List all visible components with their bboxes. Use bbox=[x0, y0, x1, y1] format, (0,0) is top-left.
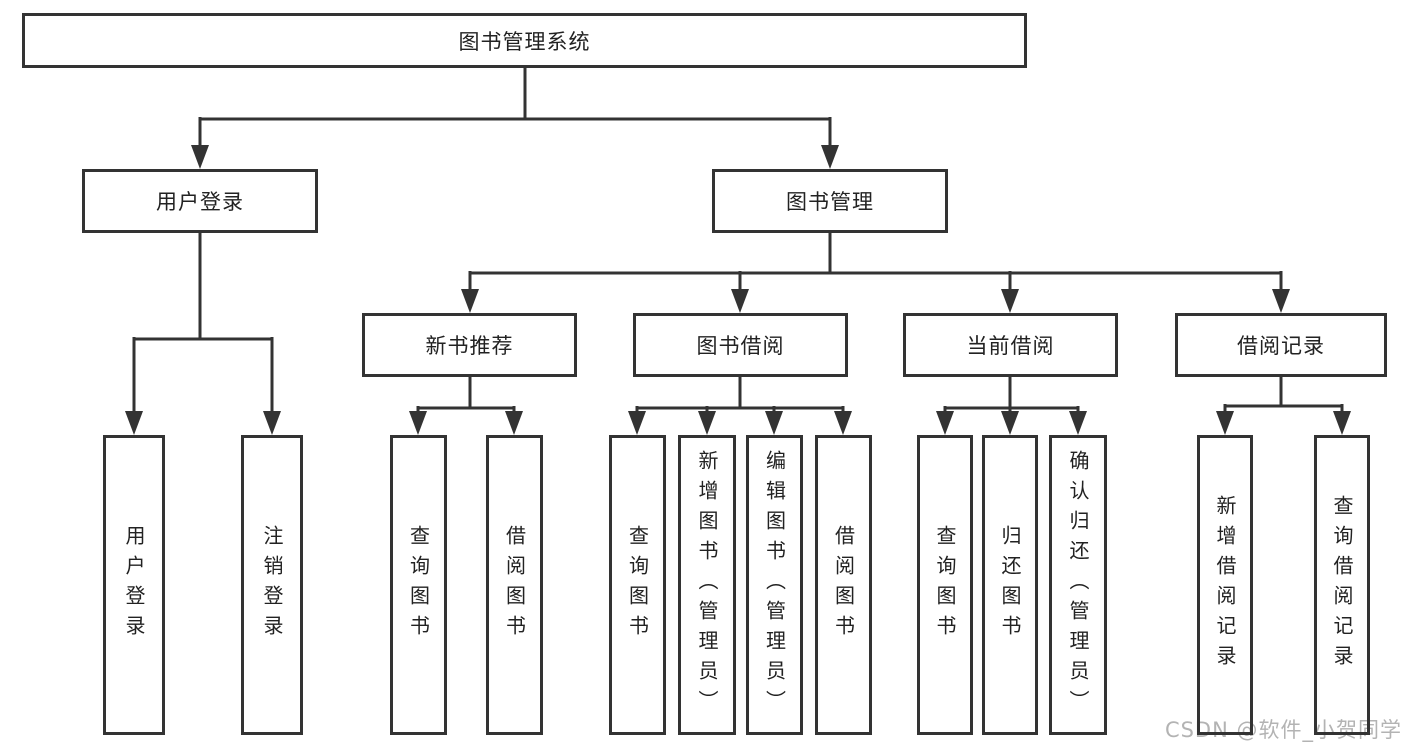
arrowhead bbox=[821, 145, 839, 169]
node-label: 新书推荐 bbox=[425, 334, 514, 358]
arrowhead bbox=[834, 411, 852, 435]
node-book-borrowing: 图书借阅 bbox=[633, 313, 848, 377]
node-label: 新增借阅记录 bbox=[1213, 495, 1237, 675]
leaf-add-borrow-record: 新增借阅记录 bbox=[1197, 435, 1253, 735]
node-label: 查询借阅记录 bbox=[1330, 495, 1354, 675]
leaf-logout: 注销登录 bbox=[241, 435, 303, 735]
node-library-management-system: 图书管理系统 bbox=[22, 13, 1027, 68]
node-label: 借阅图书 bbox=[831, 525, 856, 645]
node-label: 编辑图书（管理员） bbox=[762, 450, 787, 720]
arrowhead bbox=[505, 411, 523, 435]
edge-borrowrecords-to-leaves bbox=[1223, 377, 1344, 414]
arrowhead bbox=[698, 411, 716, 435]
arrowhead bbox=[1216, 411, 1234, 435]
leaf-query-books-borrowing: 查询图书 bbox=[609, 435, 666, 735]
arrowhead bbox=[765, 411, 783, 435]
node-label: 归还图书 bbox=[998, 525, 1022, 645]
arrowhead bbox=[936, 411, 954, 435]
arrowhead bbox=[1001, 289, 1019, 313]
node-label: 确认归还（管理员） bbox=[1066, 450, 1090, 720]
edge-bookborrow-to-leaves bbox=[635, 377, 845, 414]
node-borrowing-records: 借阅记录 bbox=[1175, 313, 1387, 377]
node-label: 图书管理系统 bbox=[458, 29, 591, 54]
node-user-login: 用户登录 bbox=[82, 169, 318, 233]
node-label: 当前借阅 bbox=[966, 334, 1055, 358]
node-book-management: 图书管理 bbox=[712, 169, 948, 233]
edge-bookmgmt-to-level3 bbox=[468, 233, 1283, 292]
leaf-confirm-return-admin: 确认归还（管理员） bbox=[1049, 435, 1107, 735]
node-label: 图书借阅 bbox=[696, 334, 785, 358]
node-label: 借阅图书 bbox=[502, 525, 527, 645]
node-new-book-recommendation: 新书推荐 bbox=[362, 313, 577, 377]
edge-newbook-to-leaves bbox=[416, 377, 516, 414]
leaf-borrow-books-recommend: 借阅图书 bbox=[486, 435, 543, 735]
arrowhead bbox=[125, 411, 143, 435]
node-label: 用户登录 bbox=[156, 190, 244, 214]
arrowhead bbox=[1069, 411, 1087, 435]
node-current-borrowing: 当前借阅 bbox=[903, 313, 1118, 377]
arrowhead bbox=[461, 289, 479, 313]
leaf-borrow-books: 借阅图书 bbox=[815, 435, 872, 735]
node-label: 查询图书 bbox=[625, 525, 650, 645]
node-label: 借阅记录 bbox=[1237, 334, 1325, 358]
edge-userlogin-to-leaves bbox=[132, 233, 274, 414]
node-label: 图书管理 bbox=[786, 190, 874, 214]
node-label: 注销登录 bbox=[260, 525, 284, 645]
leaf-query-books-current: 查询图书 bbox=[917, 435, 973, 735]
edge-root-to-level2 bbox=[198, 68, 832, 150]
arrowhead bbox=[1272, 289, 1290, 313]
leaf-edit-books-admin: 编辑图书（管理员） bbox=[746, 435, 803, 735]
leaf-user-login: 用户登录 bbox=[103, 435, 165, 735]
csdn-watermark: CSDN @软件_小贺同学 bbox=[1164, 718, 1402, 742]
arrowhead bbox=[628, 411, 646, 435]
node-label: 查询图书 bbox=[933, 525, 957, 645]
node-label: 用户登录 bbox=[122, 525, 146, 645]
arrowhead bbox=[263, 411, 281, 435]
arrowhead bbox=[409, 411, 427, 435]
arrowhead bbox=[1001, 411, 1019, 435]
leaf-query-borrow-record: 查询借阅记录 bbox=[1314, 435, 1370, 735]
node-label: 查询图书 bbox=[406, 525, 431, 645]
leaf-return-books: 归还图书 bbox=[982, 435, 1038, 735]
arrowhead bbox=[191, 145, 209, 169]
node-label: 新增图书（管理员） bbox=[695, 450, 719, 720]
leaf-add-books-admin: 新增图书（管理员） bbox=[678, 435, 736, 735]
leaf-query-books-recommend: 查询图书 bbox=[390, 435, 447, 735]
arrowhead bbox=[731, 289, 749, 313]
arrowhead bbox=[1333, 411, 1351, 435]
edge-currentborrow-to-leaves bbox=[943, 377, 1080, 414]
